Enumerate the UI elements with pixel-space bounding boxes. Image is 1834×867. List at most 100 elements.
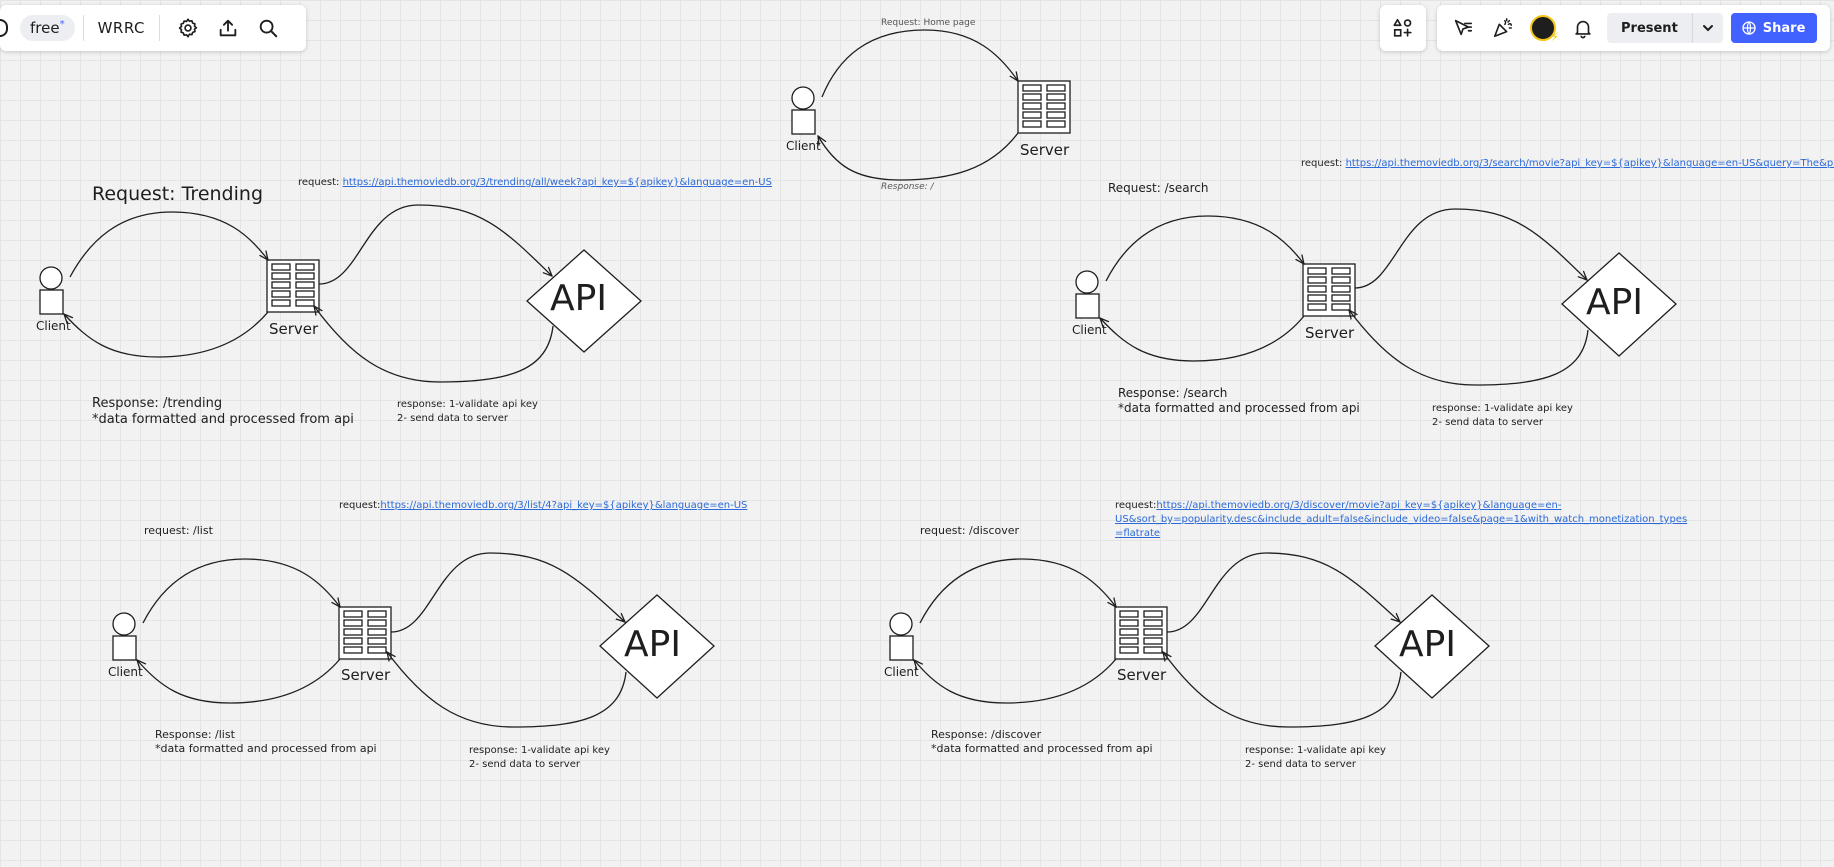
server-label-trending: Server [269, 320, 318, 338]
present-button[interactable]: Present [1607, 21, 1692, 36]
share-label: Share [1763, 21, 1806, 36]
search-request-prefix: request: [1301, 158, 1346, 169]
client-label-discover: Client [884, 665, 919, 679]
upload-icon [217, 17, 239, 39]
gear-icon [177, 17, 199, 39]
server-shape-search[interactable] [1303, 264, 1355, 316]
client-figure-list[interactable] [113, 613, 136, 660]
search-button[interactable] [248, 8, 288, 48]
bell-icon [1572, 17, 1594, 39]
trending-api-response-line1: response: 1-validate api key [397, 398, 538, 412]
client-label-search: Client [1072, 323, 1107, 337]
reactions-button[interactable] [1483, 8, 1523, 48]
server-label-search: Server [1305, 324, 1354, 342]
discover-request-link-line1[interactable]: https://api.themoviedb.org/3/discover/mo… [1156, 500, 1561, 511]
request-arrow-home[interactable] [822, 30, 1018, 97]
apps-toolbar [1380, 5, 1426, 51]
discover-request-prefix: request: [1115, 500, 1156, 511]
bolt-icon: ⚡ [1551, 31, 1559, 43]
top-left-toolbar: free* WRRC [0, 5, 306, 51]
request-arrow-list[interactable] [143, 559, 340, 623]
apps-add-icon [1392, 17, 1414, 39]
api-label-trending: API [550, 278, 607, 319]
response-arrow-api-list[interactable] [387, 652, 626, 727]
response-arrow-api-trending[interactable] [314, 306, 553, 382]
list-request-link[interactable]: https://api.themoviedb.org/3/list/4?api_… [380, 500, 747, 511]
discover-request-link-line2[interactable]: US&sort_by=popularity.desc&include_adult… [1115, 513, 1687, 527]
chevron-down-icon [1702, 22, 1714, 34]
response-arrow-home[interactable] [818, 133, 1018, 180]
request-arrow-api-discover[interactable] [1167, 553, 1400, 632]
settings-button[interactable] [168, 8, 208, 48]
client-figure-home[interactable] [792, 87, 815, 134]
trending-request-prefix: request: [298, 177, 343, 188]
plan-badge-mark: * [60, 19, 65, 30]
home-response-label: Response: / [881, 180, 934, 194]
globe-icon [1741, 20, 1757, 36]
search-icon [257, 17, 279, 39]
server-shape-trending[interactable] [267, 260, 319, 312]
request-arrow-api-search[interactable] [1355, 209, 1587, 288]
avatar: ⚡ [1530, 15, 1556, 41]
plan-badge-label: free [30, 19, 60, 37]
discover-api-response-line1: response: 1-validate api key [1245, 744, 1386, 758]
server-shape-discover[interactable] [1115, 607, 1167, 659]
api-label-list: API [624, 624, 681, 665]
response-arrow-search[interactable] [1100, 316, 1304, 361]
trending-api-response-line2: 2- send data to server [397, 412, 538, 426]
client-figure-discover[interactable] [890, 613, 913, 660]
request-arrow-api-trending[interactable] [319, 205, 552, 284]
request-arrow-discover[interactable] [920, 559, 1116, 623]
client-label-home: Client [786, 139, 821, 153]
request-arrow-api-list[interactable] [391, 553, 625, 632]
request-arrow-search[interactable] [1106, 216, 1304, 281]
present-dropdown[interactable] [1692, 13, 1723, 43]
server-shape-home[interactable] [1018, 81, 1070, 133]
board-name[interactable]: WRRC [92, 19, 151, 37]
export-button[interactable] [208, 8, 248, 48]
server-label-discover: Server [1117, 666, 1166, 684]
client-figure-search[interactable] [1076, 271, 1099, 318]
list-title: request: /list [144, 524, 213, 538]
discover-response-line1: Response: /discover [931, 728, 1153, 742]
share-button[interactable]: Share [1731, 13, 1818, 43]
server-label-list: Server [341, 666, 390, 684]
api-label-search: API [1586, 282, 1643, 323]
list-response-line2: *data formatted and processed from api [155, 742, 377, 756]
search-request-link[interactable]: https://api.themoviedb.org/3/search/movi… [1346, 158, 1834, 169]
response-arrow-discover[interactable] [914, 659, 1116, 703]
response-arrow-trending[interactable] [64, 312, 268, 357]
cursor-filter-icon [1452, 17, 1474, 39]
notifications-button[interactable] [1563, 8, 1603, 48]
search-title: Request: /search [1108, 181, 1209, 195]
list-request-prefix: request: [339, 500, 380, 511]
plan-badge[interactable]: free* [20, 15, 75, 41]
discover-response-line2: *data formatted and processed from api [931, 742, 1153, 756]
search-response-line1: Response: /search [1118, 386, 1360, 401]
list-api-response-line2: 2- send data to server [469, 758, 610, 772]
trending-response-line1: Response: /trending [92, 396, 354, 412]
server-shape-list[interactable] [339, 607, 391, 659]
request-arrow-trending[interactable] [70, 212, 268, 277]
list-response-line1: Response: /list [155, 728, 377, 742]
client-label-list: Client [108, 665, 143, 679]
user-avatar-button[interactable]: ⚡ [1523, 8, 1563, 48]
discover-title: request: /discover [920, 524, 1019, 538]
top-right-toolbar: ⚡ Present Share [1437, 5, 1830, 51]
menu-logo-icon[interactable] [0, 19, 8, 37]
api-label-discover: API [1399, 624, 1456, 665]
response-arrow-api-search[interactable] [1349, 310, 1588, 385]
trending-request-link[interactable]: https://api.themoviedb.org/3/trending/al… [343, 177, 772, 188]
discover-api-response-line2: 2- send data to server [1245, 758, 1386, 772]
response-arrow-api-discover[interactable] [1163, 652, 1401, 727]
search-api-response-line1: response: 1-validate api key [1432, 402, 1573, 416]
cursor-filter-button[interactable] [1443, 8, 1483, 48]
search-api-response-line2: 2- send data to server [1432, 416, 1573, 430]
home-request-label: Request: Home page [881, 16, 975, 30]
discover-request-link-line3[interactable]: =flatrate [1115, 527, 1687, 541]
response-arrow-list[interactable] [137, 659, 340, 703]
client-figure-trending[interactable] [40, 267, 63, 314]
trending-title: Request: Trending [92, 182, 263, 206]
server-label-home: Server [1020, 141, 1069, 159]
apps-button[interactable] [1383, 8, 1423, 48]
